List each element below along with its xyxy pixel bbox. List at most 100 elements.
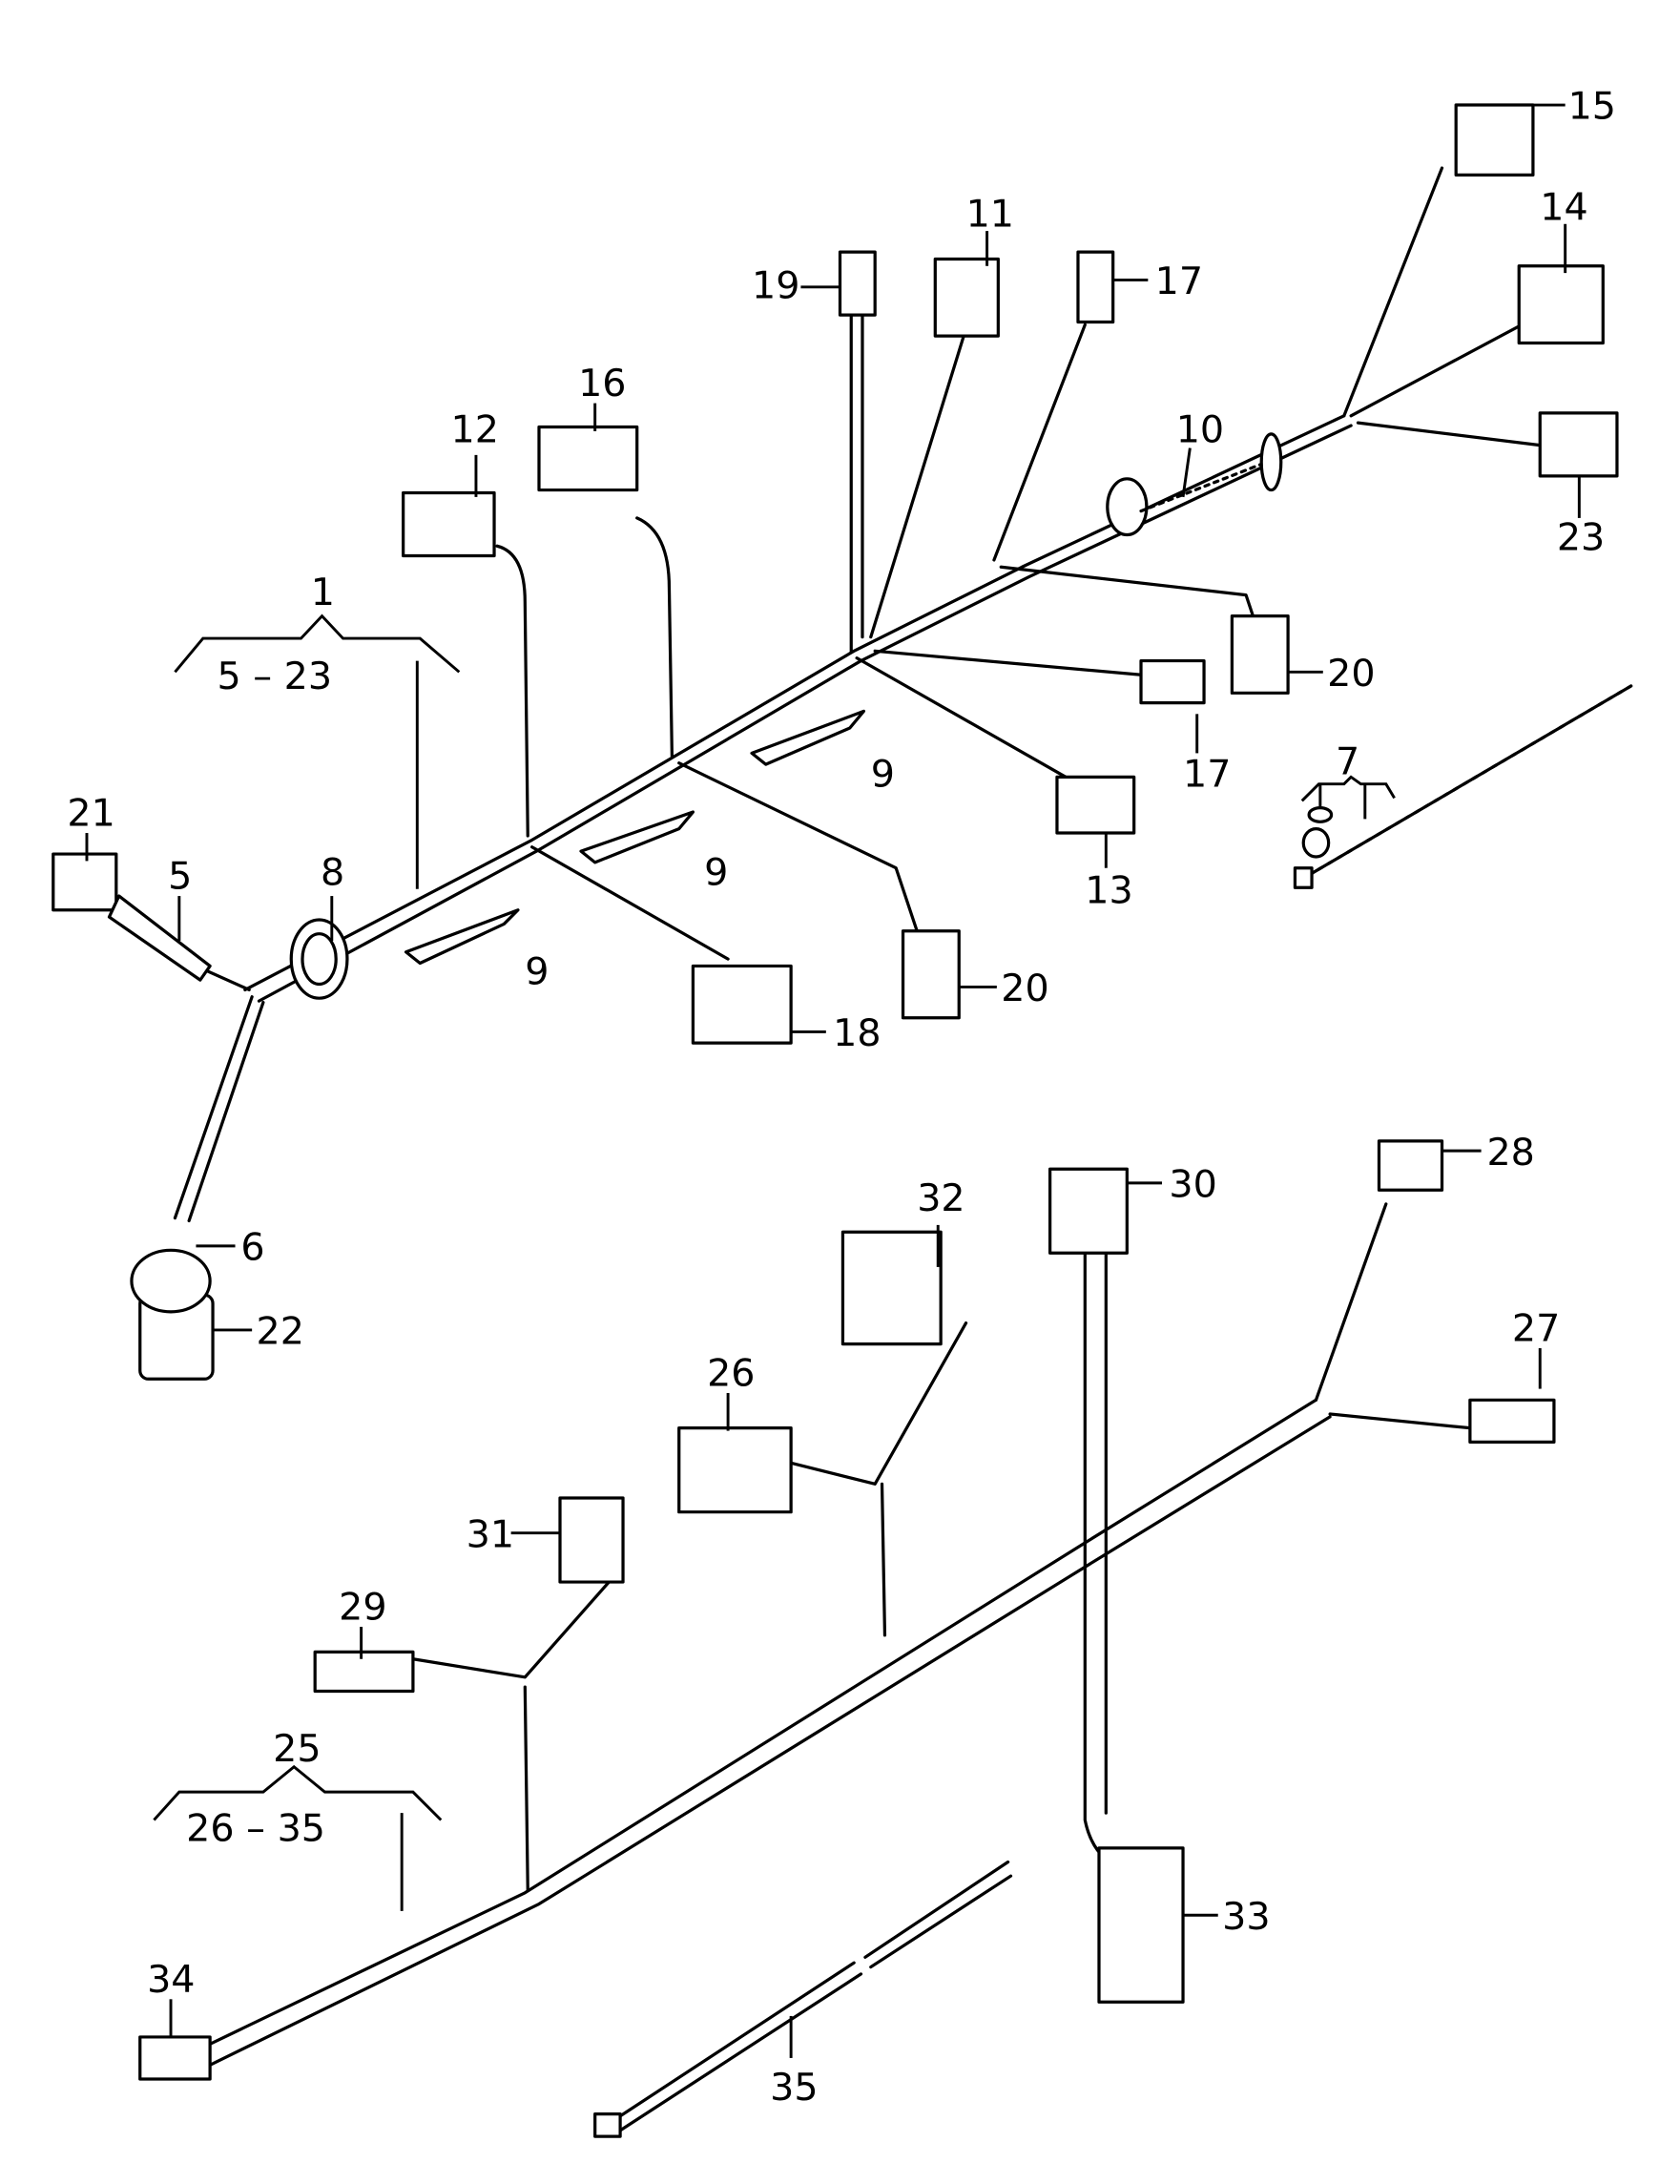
callout-31: 31 [467,1512,514,1556]
callout-13: 13 [1085,868,1132,912]
callout-23: 23 [1557,516,1605,560]
connector-20-mid [901,929,961,1020]
group-bracket-1 [174,614,461,889]
callout-9-b: 9 [704,850,728,894]
branch-23 [1356,421,1542,447]
connector-30 [1048,1167,1129,1255]
branch-17-upper [992,322,1087,562]
callout-11: 11 [966,193,1014,237]
callout-8: 8 [321,850,344,894]
branch-26-32 [789,1321,968,1486]
branch-26-32-drop [880,1482,887,1637]
callout-labels: 1 5 – 23 25 26 – 35 7 15 14 23 19 11 17 … [67,85,1616,2110]
group-label-1: 1 [311,571,335,614]
connector-13 [1055,775,1136,835]
callout-32: 32 [917,1176,964,1220]
connector-15 [1454,103,1535,177]
connector-29 [313,1650,415,1694]
sleeve-5 [107,894,212,982]
connector-20-upper [1230,614,1290,695]
group-label-7: 7 [1336,739,1359,783]
callout-6: 6 [240,1226,264,1270]
lower-harness [138,1139,1556,2081]
connector-14 [1517,264,1605,345]
connector-16 [537,425,639,492]
branch-13 [855,656,1080,786]
connector-17-upper [1076,250,1115,324]
callout-35: 35 [770,2066,818,2110]
branch-12 [495,544,529,838]
callout-17-lower: 17 [1183,753,1231,797]
group-label-25: 25 [273,1727,321,1771]
callout-29: 29 [339,1586,386,1630]
branch-29-31-drop [523,1685,529,1892]
connector-18 [691,964,793,1045]
branch-22b [187,1000,265,1223]
callout-27: 27 [1512,1307,1560,1351]
branch-27 [1328,1412,1472,1430]
callout-14: 14 [1540,185,1587,229]
branch-16 [635,516,674,758]
group-bracket-7 [1300,775,1396,820]
callout-26: 26 [707,1352,755,1396]
callout-20-mid: 20 [1001,967,1048,1010]
cable-tie-7 [1293,684,1633,889]
callout-5: 5 [168,855,192,899]
callout-9-a: 9 [525,950,549,994]
branch-11 [869,313,972,639]
grommet-8 [289,918,349,1000]
branch-14 [1349,313,1542,418]
callout-21: 21 [67,792,114,836]
callout-20-upper: 20 [1327,652,1375,696]
group-range-label-1: 5 – 23 [217,655,332,698]
branch-17-lower [873,649,1143,676]
connector-21 [52,852,118,912]
callout-17-upper: 17 [1155,260,1203,303]
branch-20-mid [677,761,919,933]
group-bracket-25 [153,1764,443,1911]
branch-22 [173,995,254,1220]
clip-9b [579,810,695,864]
clip-9c [750,709,866,766]
connector-31 [558,1496,625,1584]
callout-28: 28 [1486,1131,1534,1175]
leader-lines [85,103,1581,2058]
callout-33: 33 [1222,1895,1270,1939]
callout-22: 22 [257,1310,304,1354]
branch-15 [1342,166,1444,418]
callout-16: 16 [578,362,626,406]
connector-27 [1468,1398,1556,1444]
connector-12 [402,490,496,558]
connector-17-lower [1139,658,1206,705]
clip-9a [404,908,520,966]
callout-12: 12 [451,408,499,452]
group-range-label-25: 26 – 35 [186,1807,325,1851]
connector-28 [1377,1139,1444,1192]
branch-29-31 [411,1580,611,1679]
branch-28 [1314,1202,1388,1402]
callout-10: 10 [1176,408,1224,452]
upper-harness [52,103,1619,1381]
callout-19: 19 [752,264,799,308]
connector-34 [138,2035,212,2081]
lower-trunk-wire-b [208,1415,1332,2067]
callout-18: 18 [833,1011,881,1055]
callout-9-c: 9 [871,753,895,797]
callout-15: 15 [1568,85,1616,129]
connector-11 [933,257,1000,338]
connector-32 [840,1230,943,1346]
connector-19 [838,250,877,317]
callout-34: 34 [147,1958,195,2002]
callout-30: 30 [1169,1163,1216,1207]
grommet-10 [1106,477,1149,537]
lower-trunk-wire [208,1398,1318,2046]
connector-23 [1538,411,1619,478]
connector-33 [1097,1846,1185,2004]
branch-18 [530,845,730,961]
cable-tie-35 [593,1860,1013,2138]
connector-26 [677,1426,793,1514]
boot-6 [130,1248,212,1314]
branch-20-upper [999,565,1255,618]
